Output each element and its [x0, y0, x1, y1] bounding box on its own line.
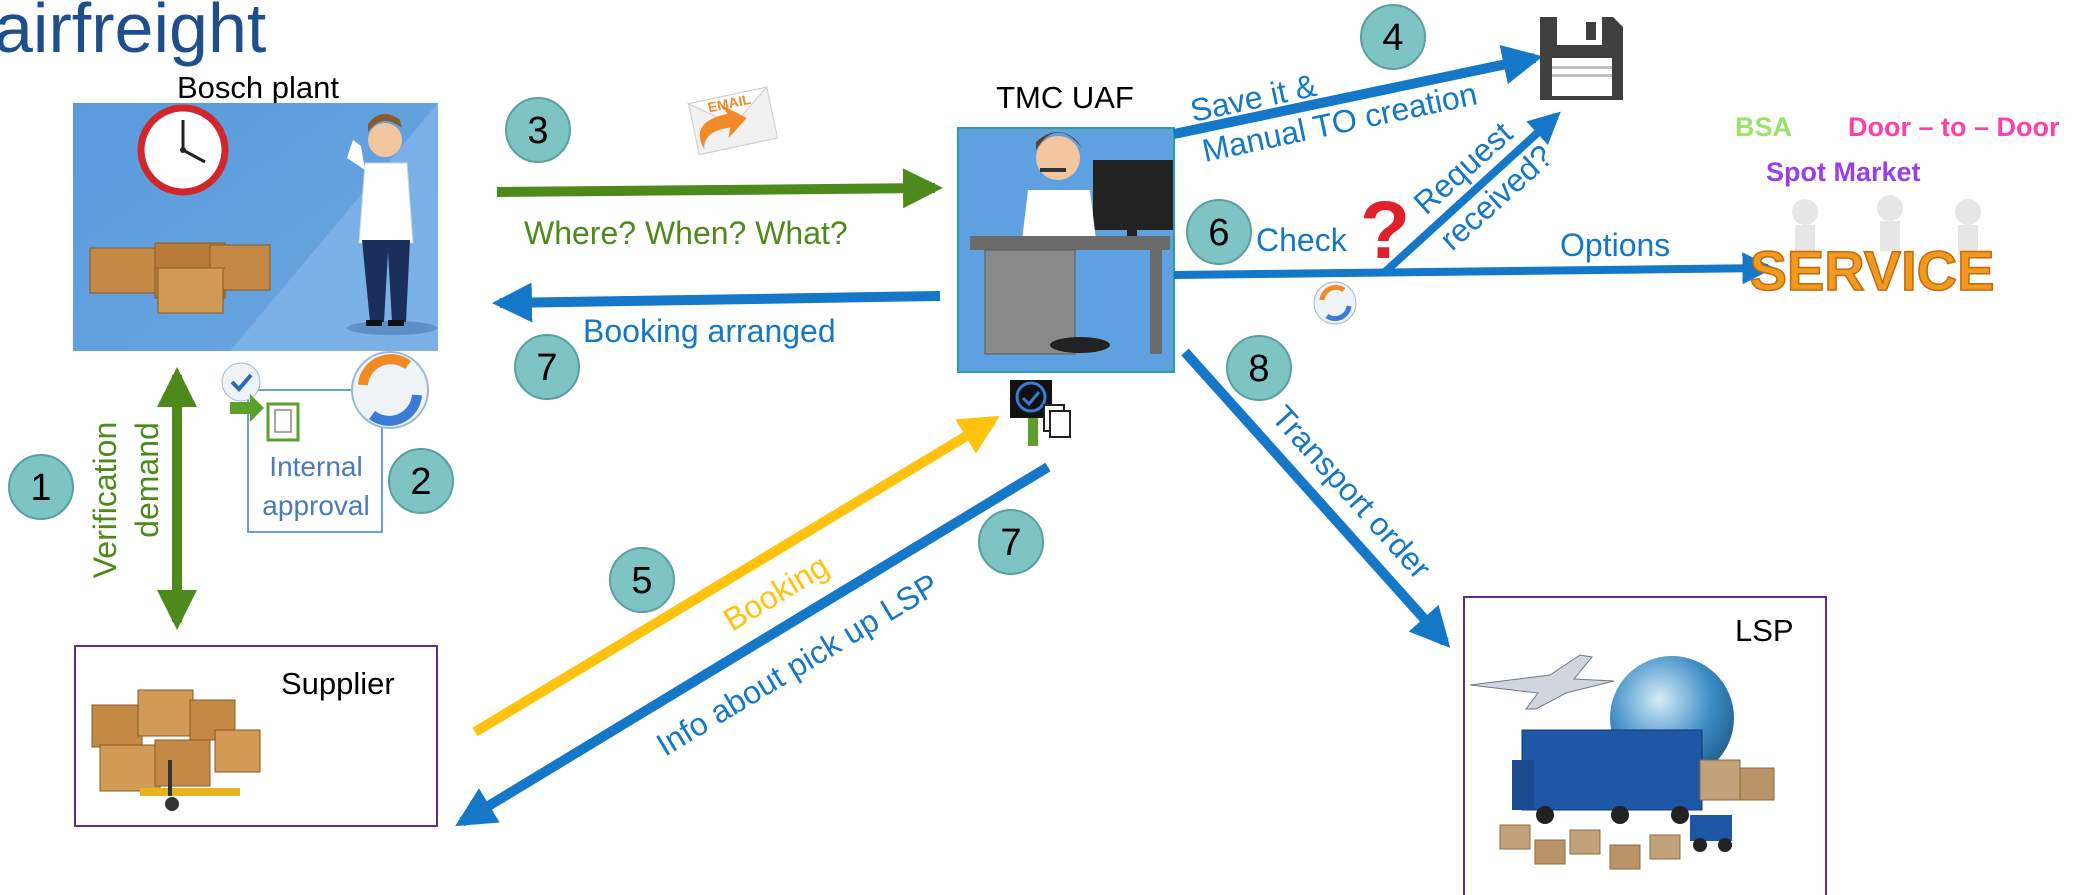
arrow-options: [1173, 252, 1775, 285]
step-8-marker: [1226, 335, 1292, 401]
step-5-marker: [609, 547, 675, 613]
step-4-marker: [1360, 4, 1426, 70]
arrow-request-received: [1382, 111, 1561, 275]
step-7b-number: 7: [1000, 522, 1021, 564]
booking-label: Booking: [717, 548, 835, 638]
step-1-marker: [8, 454, 74, 520]
step-3-marker: [505, 97, 571, 163]
step-4-number: 4: [1382, 17, 1403, 59]
approval-check-icon: [221, 362, 300, 442]
step-1-number: 1: [30, 467, 51, 509]
demand-label: demand: [129, 422, 165, 538]
step-2-marker: [388, 448, 454, 514]
booking-arranged-label: Booking arranged: [583, 313, 836, 349]
where-when-what-label: Where? When? What?: [524, 215, 848, 251]
checklist-icon: [1010, 380, 1071, 446]
service-word: SERVICE: [1750, 239, 1995, 302]
internal-approval-line2: approval: [262, 490, 369, 521]
step-7a-number: 7: [536, 347, 557, 389]
check-label: Check: [1256, 222, 1348, 258]
step-7b-marker: [978, 509, 1044, 575]
arrow-save-it: [1172, 45, 1543, 139]
tmc-uaf-label: TMC UAF: [996, 80, 1134, 115]
page-title: airfreight: [0, 0, 266, 67]
supplier-label: Supplier: [281, 666, 395, 701]
options-label: Options: [1560, 227, 1670, 263]
tmc-uaf-node: TMC UAF: [957, 80, 1175, 373]
arrow-booking-arranged: [492, 282, 941, 323]
door-to-door-option: Door – to – Door: [1848, 112, 2060, 142]
email-icon: EMAIL: [686, 86, 779, 156]
step-2-number: 2: [410, 461, 431, 503]
pallet-jack-illustration: [91, 689, 261, 811]
arrow-booking: [472, 415, 1000, 737]
internal-approval-node: Internal approval: [221, 351, 429, 533]
step-6-marker: [1186, 199, 1252, 265]
step-7a-marker: [514, 334, 580, 400]
service-illustration: SERVICE: [1749, 195, 1995, 303]
step-6-number: 6: [1208, 212, 1229, 254]
lsp-label: LSP: [1735, 613, 1794, 648]
step-8-number: 8: [1248, 348, 1269, 390]
bosch-plant-label: Bosch plant: [177, 70, 339, 105]
clock-icon: [137, 104, 229, 196]
bsa-option: BSA: [1735, 112, 1792, 142]
verification-label: Verification: [87, 422, 123, 579]
supplier-node: Supplier: [74, 645, 438, 827]
logistics-illustration: [1469, 654, 1775, 870]
transport-order-label: Transport order: [1265, 399, 1439, 586]
lsp-node: LSP: [1463, 596, 1827, 895]
spot-market-option: Spot Market: [1766, 157, 1921, 187]
question-mark-icon: ?: [1360, 185, 1410, 276]
boxes-illustration: [89, 242, 271, 314]
worried-man-illustration: [347, 113, 437, 335]
bosch-plant-node: Bosch plant: [73, 70, 438, 351]
arrow-transport-order: [1181, 348, 1451, 648]
cycle-icon-small: [1313, 281, 1357, 325]
step-5-number: 5: [631, 560, 652, 602]
cycle-icon: [351, 351, 429, 429]
arrow-where-when-what: [496, 168, 943, 209]
floppy-disk-icon: [1540, 17, 1623, 100]
arrow-info-pickup: [455, 462, 1051, 827]
step-3-number: 3: [527, 110, 548, 152]
internal-approval-line1: Internal: [269, 451, 362, 482]
